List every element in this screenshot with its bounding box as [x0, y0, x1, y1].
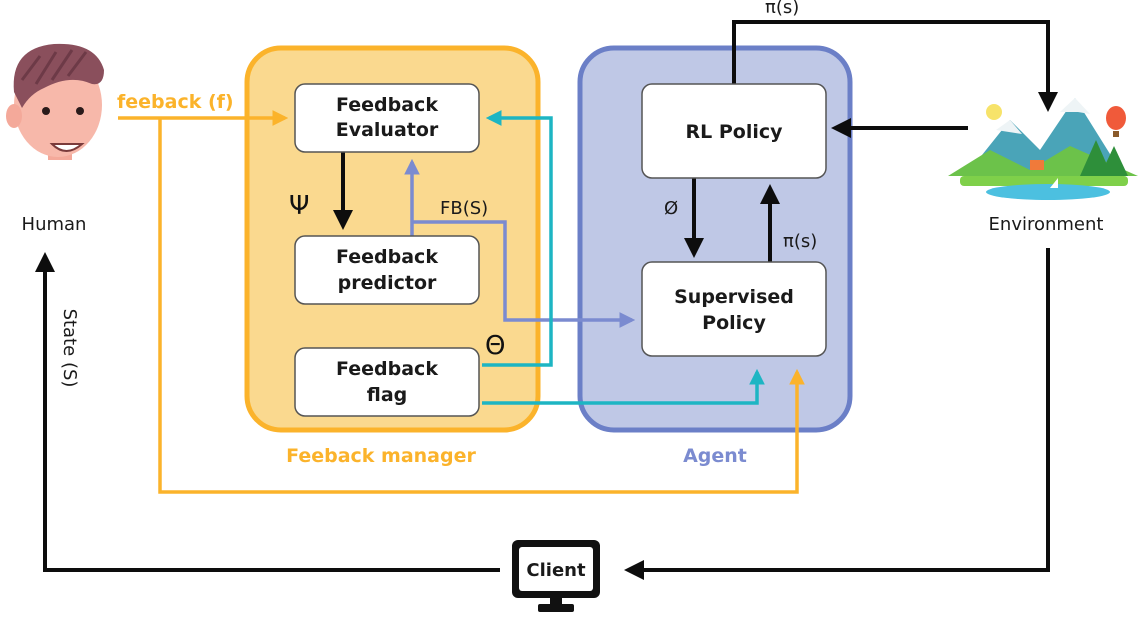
human-label: Human	[22, 214, 87, 235]
agent-label: Agent	[683, 445, 747, 467]
client-label: Client	[526, 560, 586, 581]
feedback-evaluator-line1: Feedback	[336, 94, 438, 116]
feedback-manager-label: Feeback manager	[286, 445, 476, 467]
fbs-to-supervised-arrow	[412, 220, 636, 328]
theta-label: Θ	[485, 331, 505, 361]
feedback-evaluator-line2: Evaluator	[336, 119, 439, 141]
feedback-edge-label: feeback (f)	[117, 91, 234, 113]
feedback-to-supervised-arrow	[158, 118, 805, 494]
rl-policy-label: RL Policy	[685, 121, 783, 143]
supervised-policy-line1: Supervised	[674, 286, 794, 308]
pi-top-label: π(s)	[765, 0, 799, 18]
psi-label: Ψ	[289, 191, 309, 221]
feedback-predictor-box: Feedback predictor	[294, 235, 480, 305]
environment-to-client-arrow	[624, 248, 1050, 580]
human-face-icon	[6, 43, 105, 160]
feedback-flag-line1: Feedback	[336, 358, 438, 380]
supervised-policy-box: Supervised Policy	[641, 261, 827, 357]
client-to-human-arrow	[35, 252, 500, 572]
feedback-evaluator-box: Feedback Evaluator	[294, 83, 480, 153]
phi-label: Ø	[664, 198, 678, 219]
feedback-flag-line2: flag	[367, 384, 408, 406]
pi-top-arrow	[732, 20, 1058, 112]
flag-to-evaluator-arrow	[482, 110, 553, 367]
fbs-label: FB(S)	[440, 198, 488, 219]
environment-label: Environment	[989, 214, 1104, 235]
supervised-policy-line2: Policy	[702, 312, 766, 334]
feedback-flag-box: Feedback flag	[294, 347, 480, 417]
landscape-icon	[948, 98, 1138, 200]
monitor-icon	[512, 540, 600, 612]
flag-to-supervised-arrow	[482, 368, 765, 405]
rl-policy-box: RL Policy	[641, 83, 827, 179]
pi-agent-label: π(s)	[783, 231, 817, 252]
feedback-predictor-line1: Feedback	[336, 246, 438, 268]
feedback-predictor-line2: predictor	[338, 272, 437, 294]
state-label: State (S)	[59, 309, 80, 388]
